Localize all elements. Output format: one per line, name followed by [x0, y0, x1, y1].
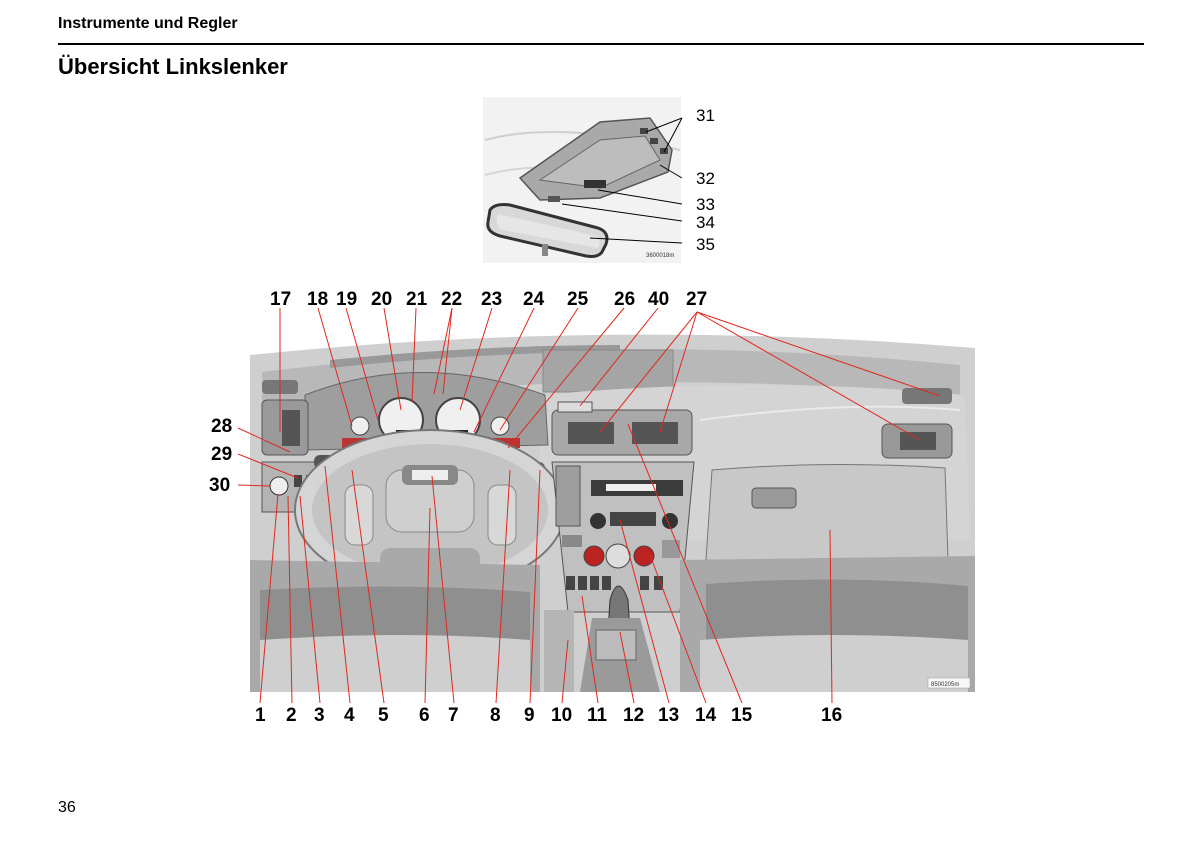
- callout-13: 13: [658, 705, 679, 726]
- callout-9: 9: [524, 705, 535, 726]
- callout-15: 15: [731, 705, 753, 726]
- callout-3: 3: [314, 705, 325, 726]
- callout-leaders: [237, 307, 941, 704]
- page-number: 36: [58, 799, 76, 816]
- callout-6: 6: [419, 705, 430, 726]
- callout-5: 5: [378, 705, 389, 726]
- callout-28: 28: [211, 416, 232, 437]
- top-callouts: 17 18 19 20 21 22 23 24 25 26 40 27: [270, 289, 707, 310]
- callout-26: 26: [614, 289, 635, 310]
- bottom-callouts: 1 2 3 4 5 6 7 8 9 10 11 12 13 14 15 16: [255, 705, 842, 726]
- callout-8: 8: [490, 705, 501, 726]
- callout-14: 14: [695, 705, 717, 726]
- callout-17: 17: [270, 289, 291, 310]
- dashboard-figure: 8500205m: [237, 307, 975, 704]
- callout-7: 7: [448, 705, 459, 726]
- callout-18: 18: [307, 289, 328, 310]
- left-callouts: 28 29 30: [209, 416, 232, 496]
- callout-4: 4: [344, 705, 355, 726]
- page-title: Übersicht Linkslenker: [58, 54, 288, 79]
- callout-32: 32: [696, 169, 715, 188]
- callout-2: 2: [286, 705, 297, 726]
- callout-12: 12: [623, 705, 644, 726]
- callout-30: 30: [209, 475, 230, 496]
- top-figure-code: 3600018m: [646, 253, 674, 259]
- callout-22: 22: [441, 289, 462, 310]
- callout-35: 35: [696, 235, 715, 254]
- overhead-console-figure: 3600018m 31 32 33 34 35: [483, 97, 715, 263]
- callout-1: 1: [255, 705, 266, 726]
- callout-19: 19: [336, 289, 357, 310]
- callout-25: 25: [567, 289, 589, 310]
- callout-10: 10: [551, 705, 572, 726]
- callout-16: 16: [821, 705, 842, 726]
- callout-33: 33: [696, 195, 715, 214]
- callout-20: 20: [371, 289, 392, 310]
- main-figure-code: 8500205m: [931, 682, 959, 688]
- callout-31: 31: [696, 106, 715, 125]
- callout-34: 34: [696, 213, 715, 232]
- callout-24: 24: [523, 289, 545, 310]
- callout-27: 27: [686, 289, 707, 310]
- callout-29: 29: [211, 444, 232, 465]
- callout-40: 40: [648, 289, 669, 310]
- callout-21: 21: [406, 289, 428, 310]
- header-rule: [58, 43, 1144, 45]
- section-header: Instrumente und Regler: [58, 15, 238, 32]
- callout-23: 23: [481, 289, 502, 310]
- callout-11: 11: [587, 705, 608, 726]
